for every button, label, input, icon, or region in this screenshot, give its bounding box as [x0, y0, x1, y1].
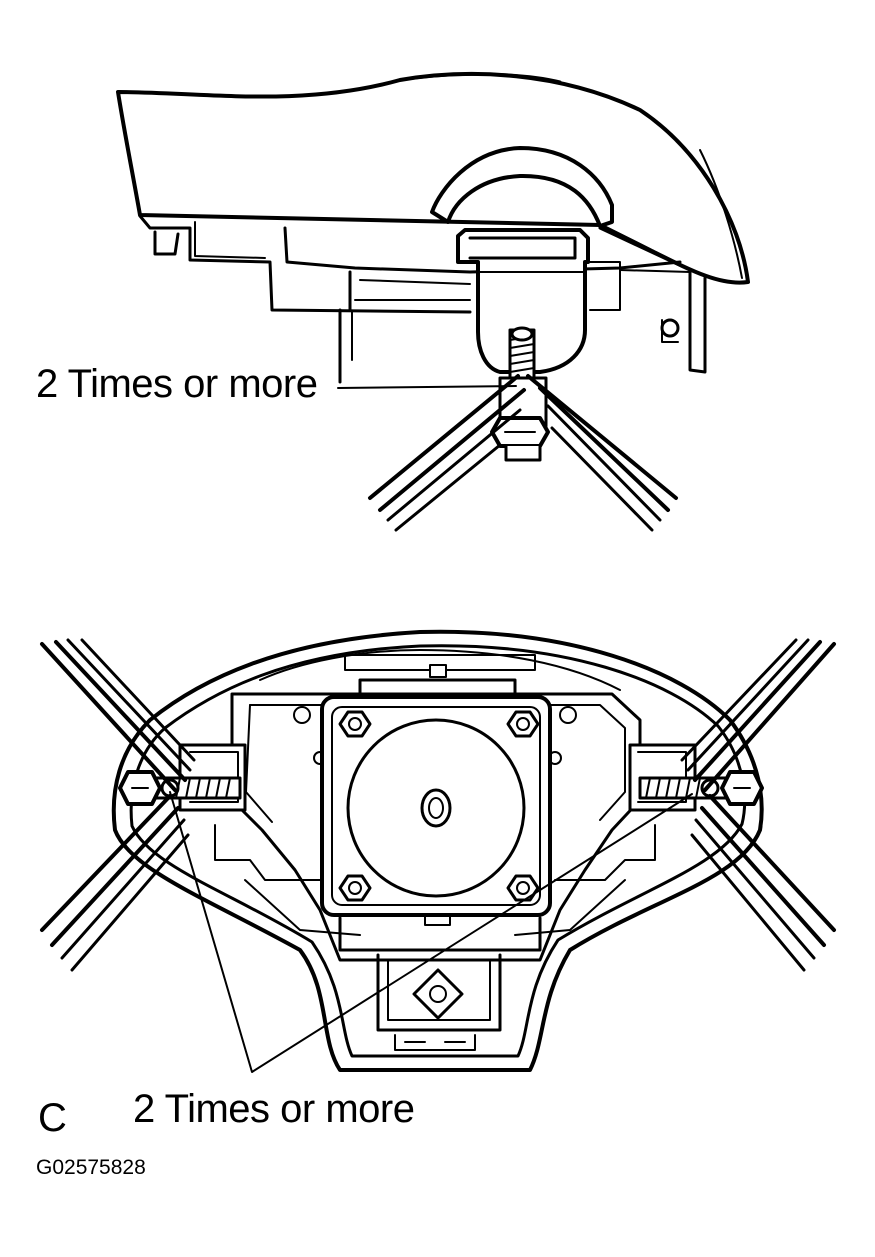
inflator-nuts: [338, 710, 540, 902]
left-tool: [40, 638, 196, 972]
right-tool: [680, 638, 836, 972]
pad-outline: [111, 629, 764, 1072]
left-bolt-assembly: [118, 743, 247, 812]
base-plate: [138, 214, 472, 314]
top-callout-line: [337, 385, 517, 389]
top-view-drawing: [116, 71, 750, 532]
top-callout-label: 2 Times or more: [36, 362, 318, 406]
inflator-housing: [320, 695, 552, 917]
center-bracket: [456, 228, 590, 374]
top-tool-left-arm: [368, 374, 526, 532]
pad-hump: [430, 146, 614, 228]
top-tool-right-arm: [526, 374, 678, 532]
side-bracket: [598, 226, 707, 374]
figure-code: G02575828: [36, 1156, 146, 1179]
bottom-callout-lines: [169, 791, 693, 1073]
view-letter: C: [38, 1096, 67, 1140]
bottom-view-drawing: [40, 629, 836, 1073]
bottom-callout-label: 2 Times or more: [133, 1087, 415, 1131]
right-bolt-assembly: [628, 743, 764, 812]
